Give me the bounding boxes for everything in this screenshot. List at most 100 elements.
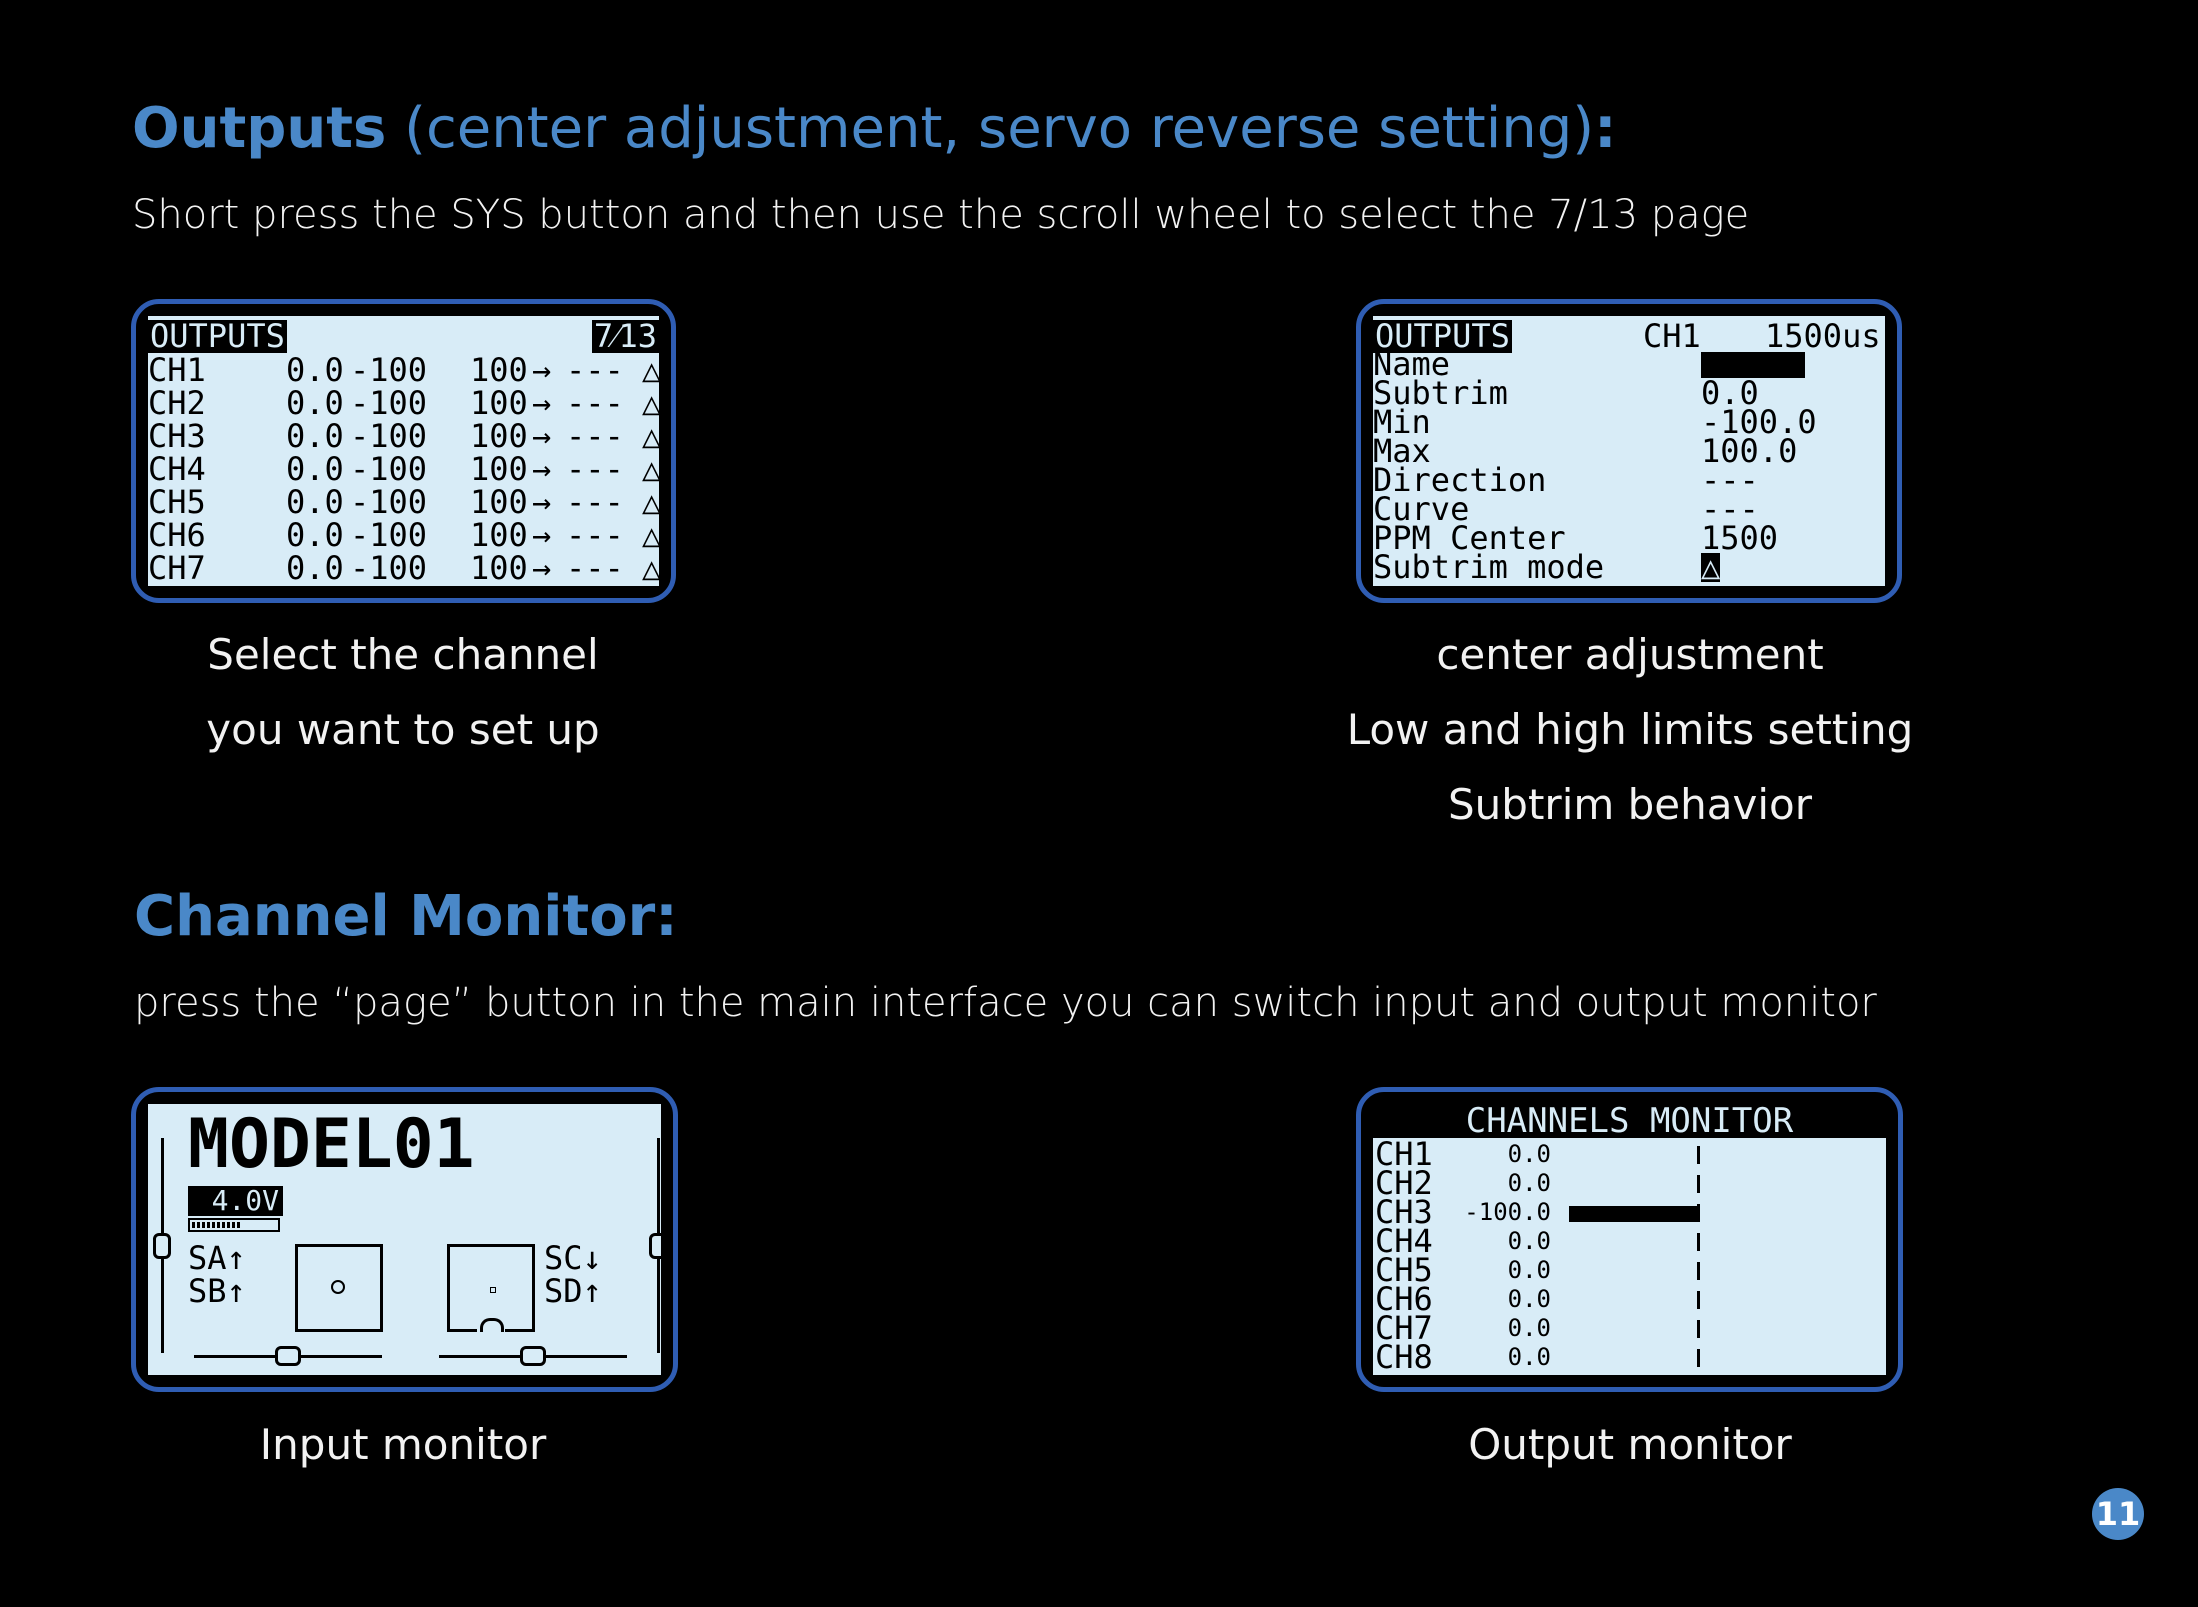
outputs-heading-colon: : xyxy=(1594,96,1617,161)
outputs-list-page: 7⁄13 xyxy=(591,317,659,355)
outputs-detail-label: Subtrim xyxy=(1373,374,1508,412)
outputs-list-channel: CH2 xyxy=(148,384,206,422)
outputs-list-subtrim: 0.0 xyxy=(286,351,344,389)
right-switches: SC↓ SD↑ xyxy=(544,1242,602,1308)
caption-output-monitor: Output monitor xyxy=(1468,1420,1792,1469)
caption-input-monitor: Input monitor xyxy=(259,1420,547,1469)
battery-bar xyxy=(188,1218,280,1232)
monitor-channel-label: CH7 xyxy=(1375,1309,1433,1347)
outputs-detail-value: --- xyxy=(1701,461,1759,499)
outputs-list-arrow-icon: → xyxy=(532,351,552,389)
left-stick-box xyxy=(295,1244,383,1332)
outputs-list-min: -100 xyxy=(350,483,428,521)
outputs-list-min: -100 xyxy=(350,450,428,488)
outputs-detail-row[interactable]: Name xyxy=(1373,345,1885,383)
outputs-list-max: 100 xyxy=(470,384,528,422)
outputs-list-arrow-icon: → xyxy=(532,384,552,422)
outputs-detail-row[interactable]: Max 100.0 xyxy=(1373,432,1885,470)
monitor-channel-label: CH1 xyxy=(1375,1135,1433,1173)
left-stick-dot-icon xyxy=(331,1280,345,1294)
outputs-detail-label: Name xyxy=(1373,345,1451,383)
monitor-channel-label: CH4 xyxy=(1375,1222,1433,1260)
outputs-list-channel: CH6 xyxy=(148,516,206,554)
outputs-list-min: -100 xyxy=(350,549,428,586)
outputs-list-arrow-icon: → xyxy=(532,549,552,586)
monitor-center-tick xyxy=(1697,1291,1700,1309)
outputs-detail-pulse: 1500us xyxy=(1765,317,1881,355)
outputs-list-channel: CH7 xyxy=(148,549,206,586)
outputs-detail-row[interactable]: Min-100.0 xyxy=(1373,406,1885,438)
outputs-detail-row[interactable]: Direction --- xyxy=(1373,461,1885,499)
switch-sb: SB↑ xyxy=(188,1272,246,1310)
outputs-detail-row[interactable]: Subtrim 0.0 xyxy=(1373,374,1885,412)
outputs-list-arrow-icon: → xyxy=(532,483,552,521)
monitor-center-tick xyxy=(1697,1233,1700,1251)
input-monitor-lcd: MODEL01 4.0V SA↑ SB↑ SC↓ SD↑ xyxy=(148,1104,661,1375)
switch-sc: SC↓ xyxy=(544,1239,602,1277)
outputs-detail-value xyxy=(1701,352,1805,378)
outputs-detail-value: --- xyxy=(1701,490,1759,528)
left-horizontal-trim-handle-icon xyxy=(275,1346,301,1366)
monitor-channel-value: 0.0 xyxy=(1507,1343,1551,1371)
outputs-list-min: -100 xyxy=(350,516,428,554)
switch-sd: SD↑ xyxy=(544,1272,602,1310)
voltage-display: 4.0V xyxy=(188,1186,283,1216)
outputs-list-max: 100 xyxy=(470,417,528,455)
output-monitor-title: CHANNELS MONITOR xyxy=(1373,1104,1886,1138)
outputs-list-subtrim: 0.0 xyxy=(286,549,344,586)
outputs-list-mode-icon: △ xyxy=(642,549,659,586)
page-number: 11 xyxy=(2092,1488,2144,1540)
outputs-list-title: OUTPUTS xyxy=(148,317,287,355)
outputs-list-channel: CH5 xyxy=(148,483,206,521)
outputs-list-arrow-icon: → xyxy=(532,417,552,455)
outputs-detail-label: Max xyxy=(1373,432,1431,470)
outputs-detail-value: △ xyxy=(1701,548,1721,586)
monitor-channel-label: CH3 xyxy=(1375,1193,1433,1231)
outputs-detail-value: 100.0 xyxy=(1701,432,1798,470)
monitor-row: CH8 0.0 xyxy=(1373,1338,1886,1375)
outputs-detail-title: OUTPUTS xyxy=(1373,317,1512,355)
outputs-detail-channel: CH1 xyxy=(1643,317,1701,355)
monitor-channel-label: CH2 xyxy=(1375,1164,1433,1202)
outputs-detail-value: 1500 xyxy=(1701,519,1779,557)
outputs-list-subtrim: 0.0 xyxy=(286,483,344,521)
monitor-channel-label: CH8 xyxy=(1375,1338,1433,1375)
outputs-list-curve: --- xyxy=(566,483,624,521)
caption-limits: Low and high limits setting xyxy=(1346,705,1914,754)
outputs-list-curve: --- xyxy=(566,450,624,488)
outputs-detail-row[interactable]: Subtrim mode △ xyxy=(1373,548,1885,586)
outputs-list-curve: --- xyxy=(566,516,624,554)
switch-sa: SA↑ xyxy=(188,1239,246,1277)
left-vertical-trim-handle-icon xyxy=(153,1233,171,1259)
outputs-list-channel: CH3 xyxy=(148,417,206,455)
outputs-detail-row[interactable]: Curve--- xyxy=(1373,490,1885,528)
monitor-center-tick xyxy=(1697,1175,1700,1193)
monitor-row: CH3-100.0 xyxy=(1373,1193,1886,1231)
outputs-list-subtrim: 0.0 xyxy=(286,450,344,488)
outputs-detail-row[interactable]: PPM Center 1500 xyxy=(1373,519,1885,557)
channel-monitor-intro: press the “page” button in the main inte… xyxy=(134,980,1877,1026)
outputs-detail-label: Direction xyxy=(1373,461,1547,499)
outputs-detail-label: PPM Center xyxy=(1373,519,1566,557)
channel-monitor-heading: Channel Monitor: xyxy=(134,884,678,949)
outputs-list-min: -100 xyxy=(350,384,428,422)
outputs-heading: Outputs (center adjustment, servo revers… xyxy=(132,96,1617,161)
outputs-list-max: 100 xyxy=(470,450,528,488)
outputs-detail-label: Subtrim mode xyxy=(1373,548,1605,586)
monitor-channel-label: CH6 xyxy=(1375,1280,1433,1318)
outputs-detail-value: 0.0 xyxy=(1701,374,1759,412)
